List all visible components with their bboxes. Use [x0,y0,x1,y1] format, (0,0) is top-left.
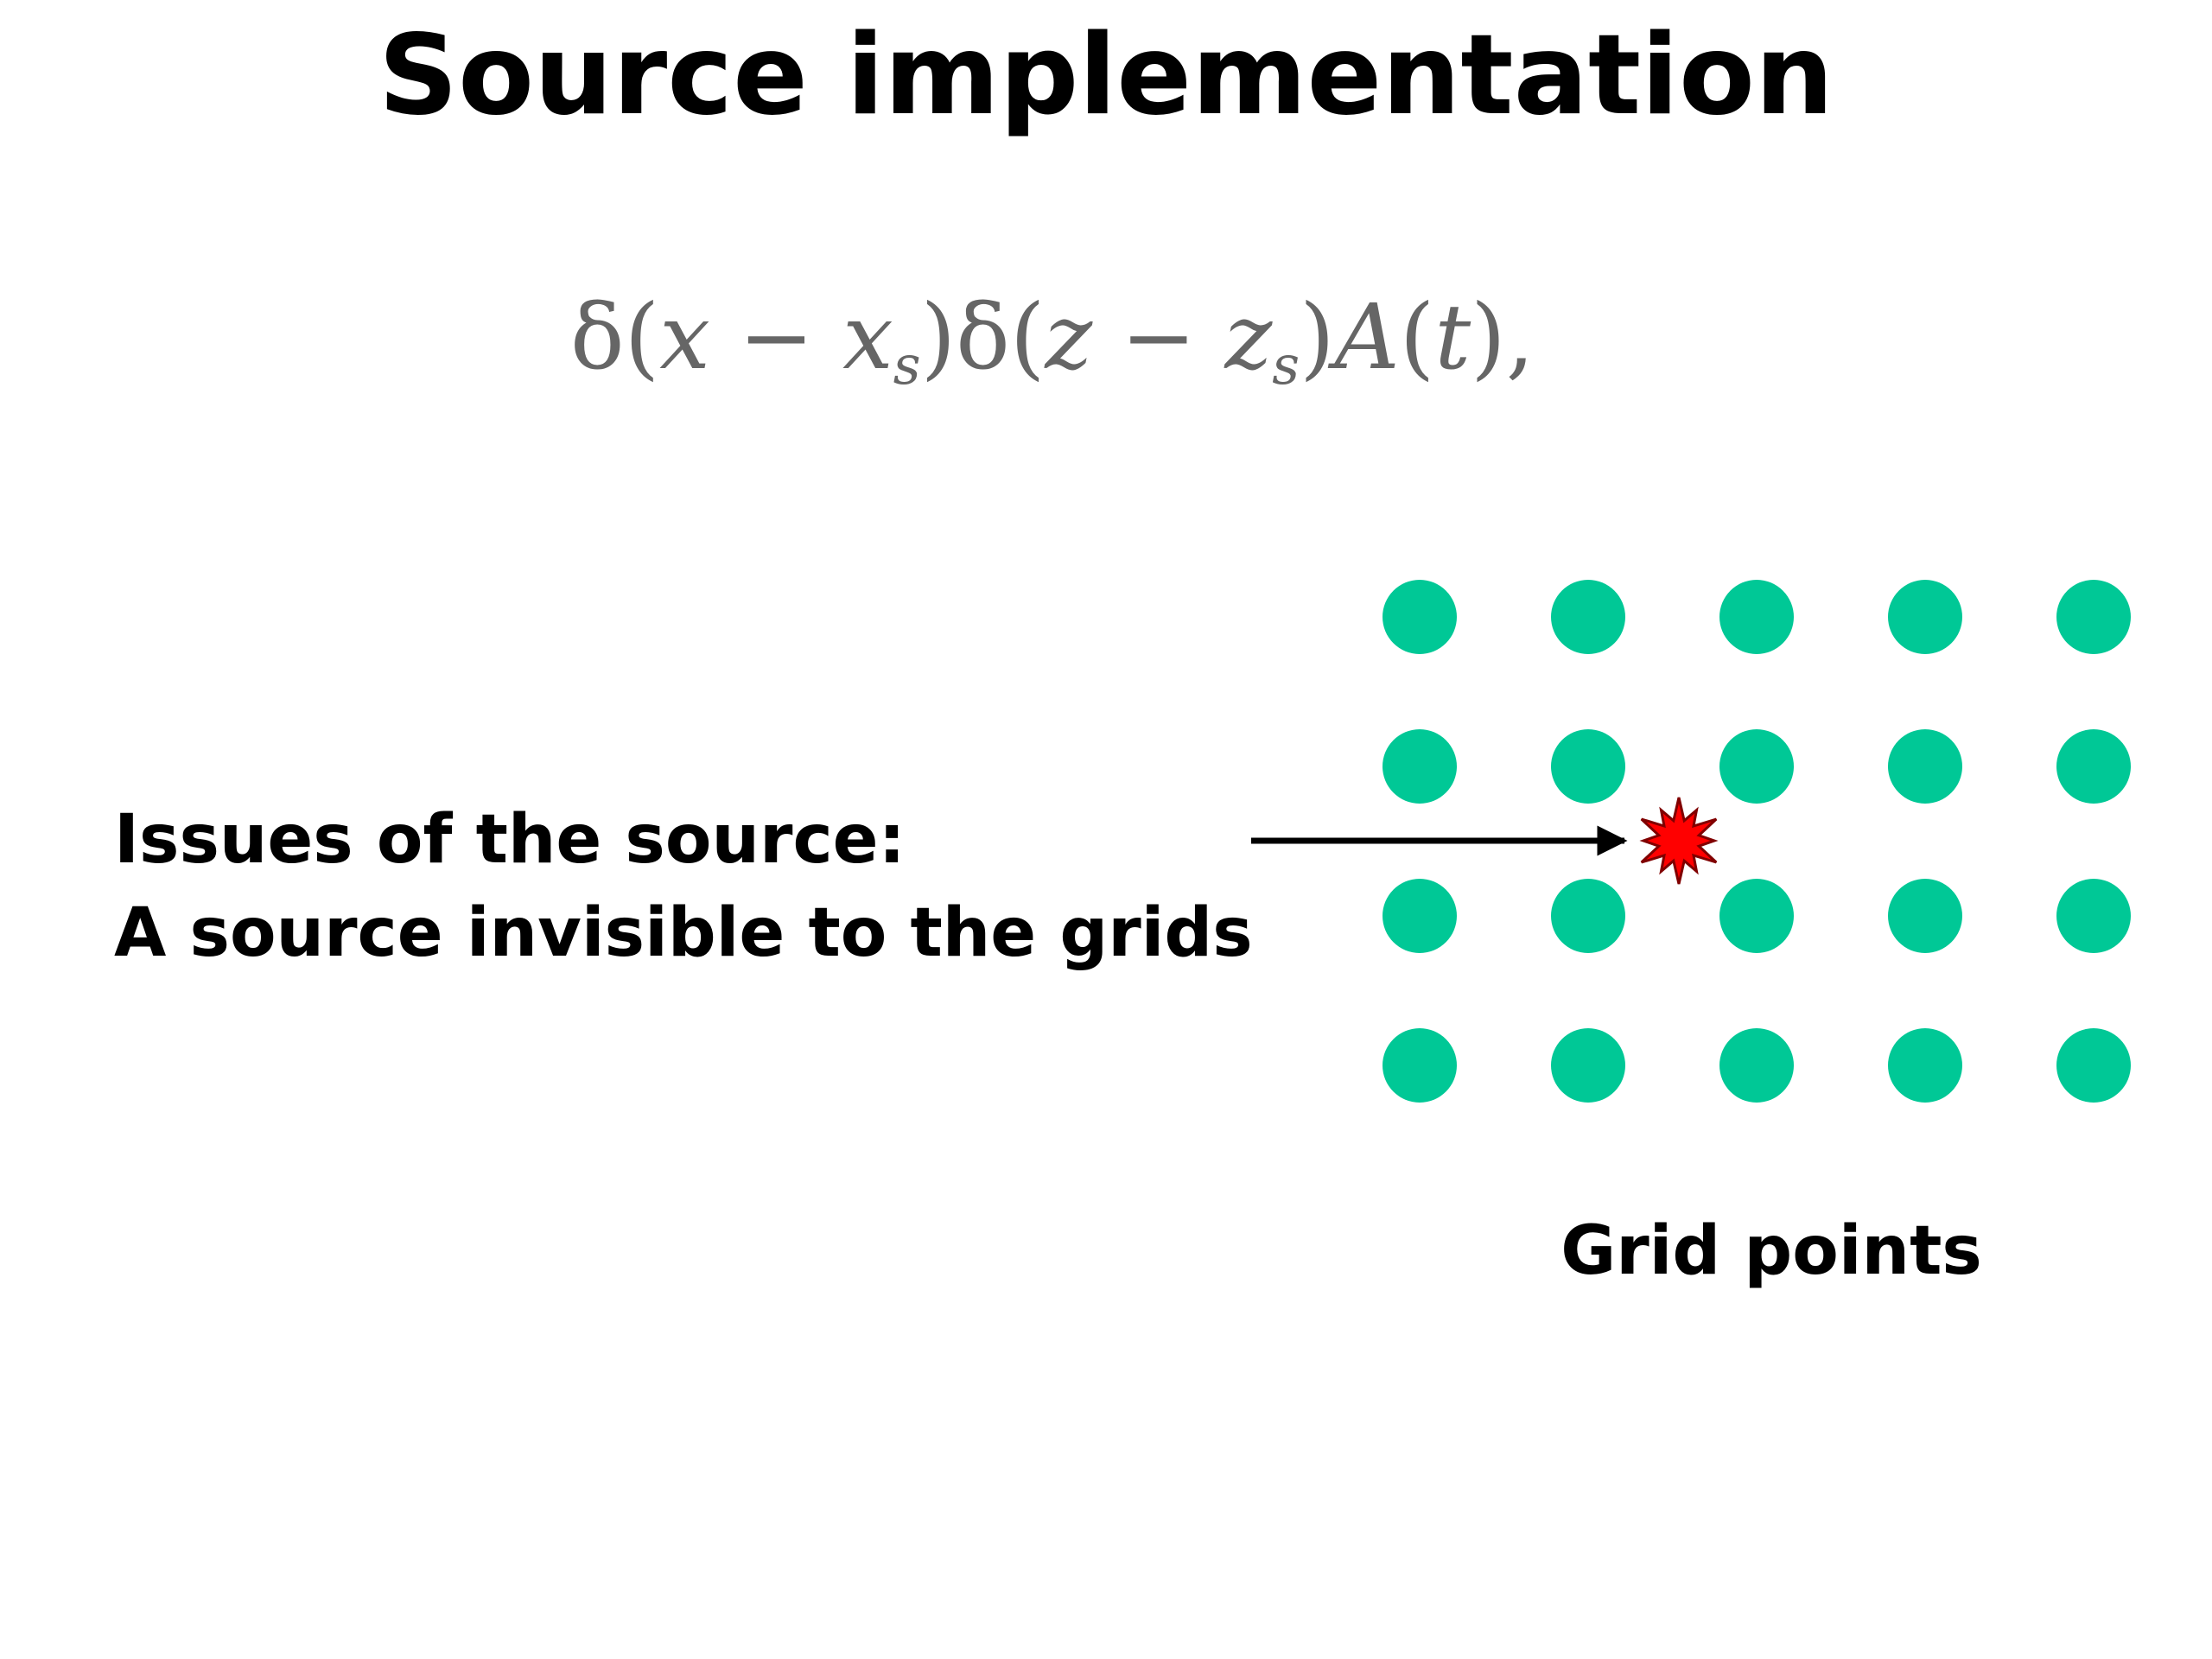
grid-point [2056,580,2131,654]
formula-paren-close-2: ) [1300,284,1335,390]
grid-point [1382,729,1457,804]
grid-points-caption: Grid points [1560,1212,1982,1290]
formula-z: z [1045,284,1093,390]
issue-text: Issues of the source: A source invisible… [114,793,1253,980]
grid-point [1551,879,1625,953]
grid-point [1382,580,1457,654]
grid-point [1888,1028,1962,1103]
formula-comma: , [1505,284,1535,390]
grid-point [2056,729,2131,804]
formula-amplitude: A [1334,284,1400,390]
formula-zs: z [1224,284,1273,390]
formula-x: x [659,284,710,390]
formula-minus-1: − [709,284,843,390]
grid-points [1382,580,2131,1103]
formula-paren-close-1: ) [920,284,957,390]
grid-point [1719,580,1794,654]
source-burst-icon [1639,797,1719,885]
grid-point [1888,729,1962,804]
issue-heading: Issues of the source: [114,801,906,879]
slide-title: Source implementation [378,11,1834,140]
grid-point [1382,879,1457,953]
formula-paren-open-3: ( [1399,284,1435,390]
formula-minus-2: − [1092,284,1225,390]
grid-point [1551,580,1625,654]
formula-xs: x [842,284,893,390]
issue-description: A source invisible to the grids [114,894,1253,972]
formula-paren-close-3: ) [1471,284,1506,390]
grid-point [1551,729,1625,804]
formula-zs-subscript: s [1272,334,1300,397]
grid-point [1551,1028,1625,1103]
formula-delta-z: δ [956,284,1010,390]
grid-point [1719,1028,1794,1103]
grid-point [1719,879,1794,953]
grid-point [2056,879,2131,953]
formula-delta-x: δ [570,284,625,390]
source-formula: δ(x − xs)δ(z − zs)A(t), [570,276,1535,397]
formula-xs-subscript: s [893,334,921,397]
formula-t: t [1434,284,1471,390]
grid-point [1719,729,1794,804]
grid-point [1382,1028,1457,1103]
grid-point [2056,1028,2131,1103]
formula-paren-open-2: ( [1009,284,1046,390]
grid-point [1888,879,1962,953]
grid-point [1888,580,1962,654]
formula-paren-open-1: ( [624,284,660,390]
